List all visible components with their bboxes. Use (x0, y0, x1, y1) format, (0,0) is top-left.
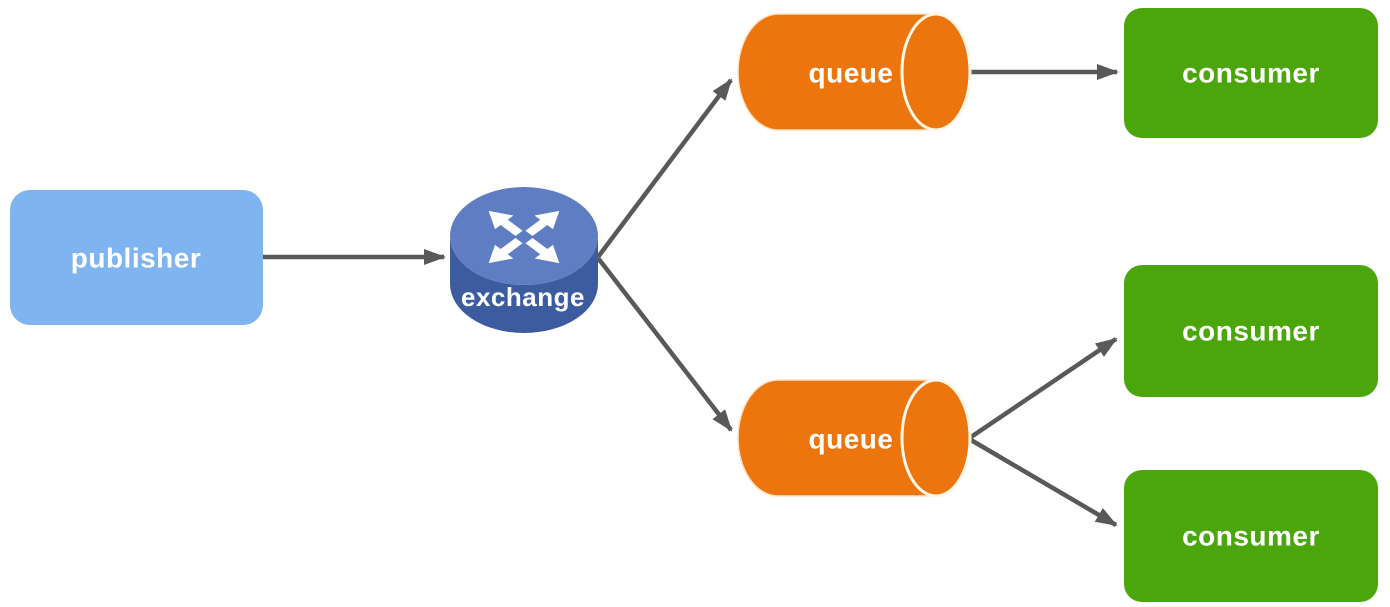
publisher-label: publisher (71, 243, 202, 274)
node-exchange: exchange (450, 187, 598, 333)
node-consumer-bottom: consumer (1124, 470, 1378, 602)
node-consumer-top: consumer (1124, 8, 1378, 138)
edge-exchange-to-queue-bottom (596, 256, 733, 432)
exchange-cylinder-top (450, 187, 598, 285)
route-arrow-nw-icon (488, 210, 523, 236)
edge-queue-bottom-to-consumer-bottom (969, 438, 1118, 527)
queue-bottom-label: queue (809, 424, 894, 455)
exchange-cylinder-side (450, 236, 598, 333)
node-publisher: publisher (10, 190, 263, 325)
edges-layer (263, 64, 1119, 527)
route-arrow-sw-icon (488, 238, 523, 264)
consumer-bottom-box (1124, 470, 1378, 602)
consumer-middle-label: consumer (1182, 316, 1320, 347)
node-consumer-middle: consumer (1124, 265, 1378, 397)
node-queue-bottom: queue (737, 378, 972, 498)
route-arrow-ne-icon (525, 210, 560, 236)
queue-top-label: queue (809, 58, 894, 89)
crossed-arrows-icon (488, 210, 560, 264)
edge-exchange-to-queue-top (596, 78, 733, 259)
consumer-top-label: consumer (1182, 58, 1320, 89)
consumer-top-box (1124, 8, 1378, 138)
edge-queue-bottom-to-consumer-middle (969, 337, 1118, 439)
queue-top-cap (900, 12, 972, 132)
consumer-bottom-label: consumer (1182, 521, 1320, 552)
publisher-box (10, 190, 263, 325)
consumer-middle-box (1124, 265, 1378, 397)
queue-bottom-cap (900, 378, 972, 498)
route-arrow-se-icon (525, 238, 560, 264)
node-queue-top: queue (737, 12, 972, 132)
exchange-label: exchange (461, 282, 585, 312)
